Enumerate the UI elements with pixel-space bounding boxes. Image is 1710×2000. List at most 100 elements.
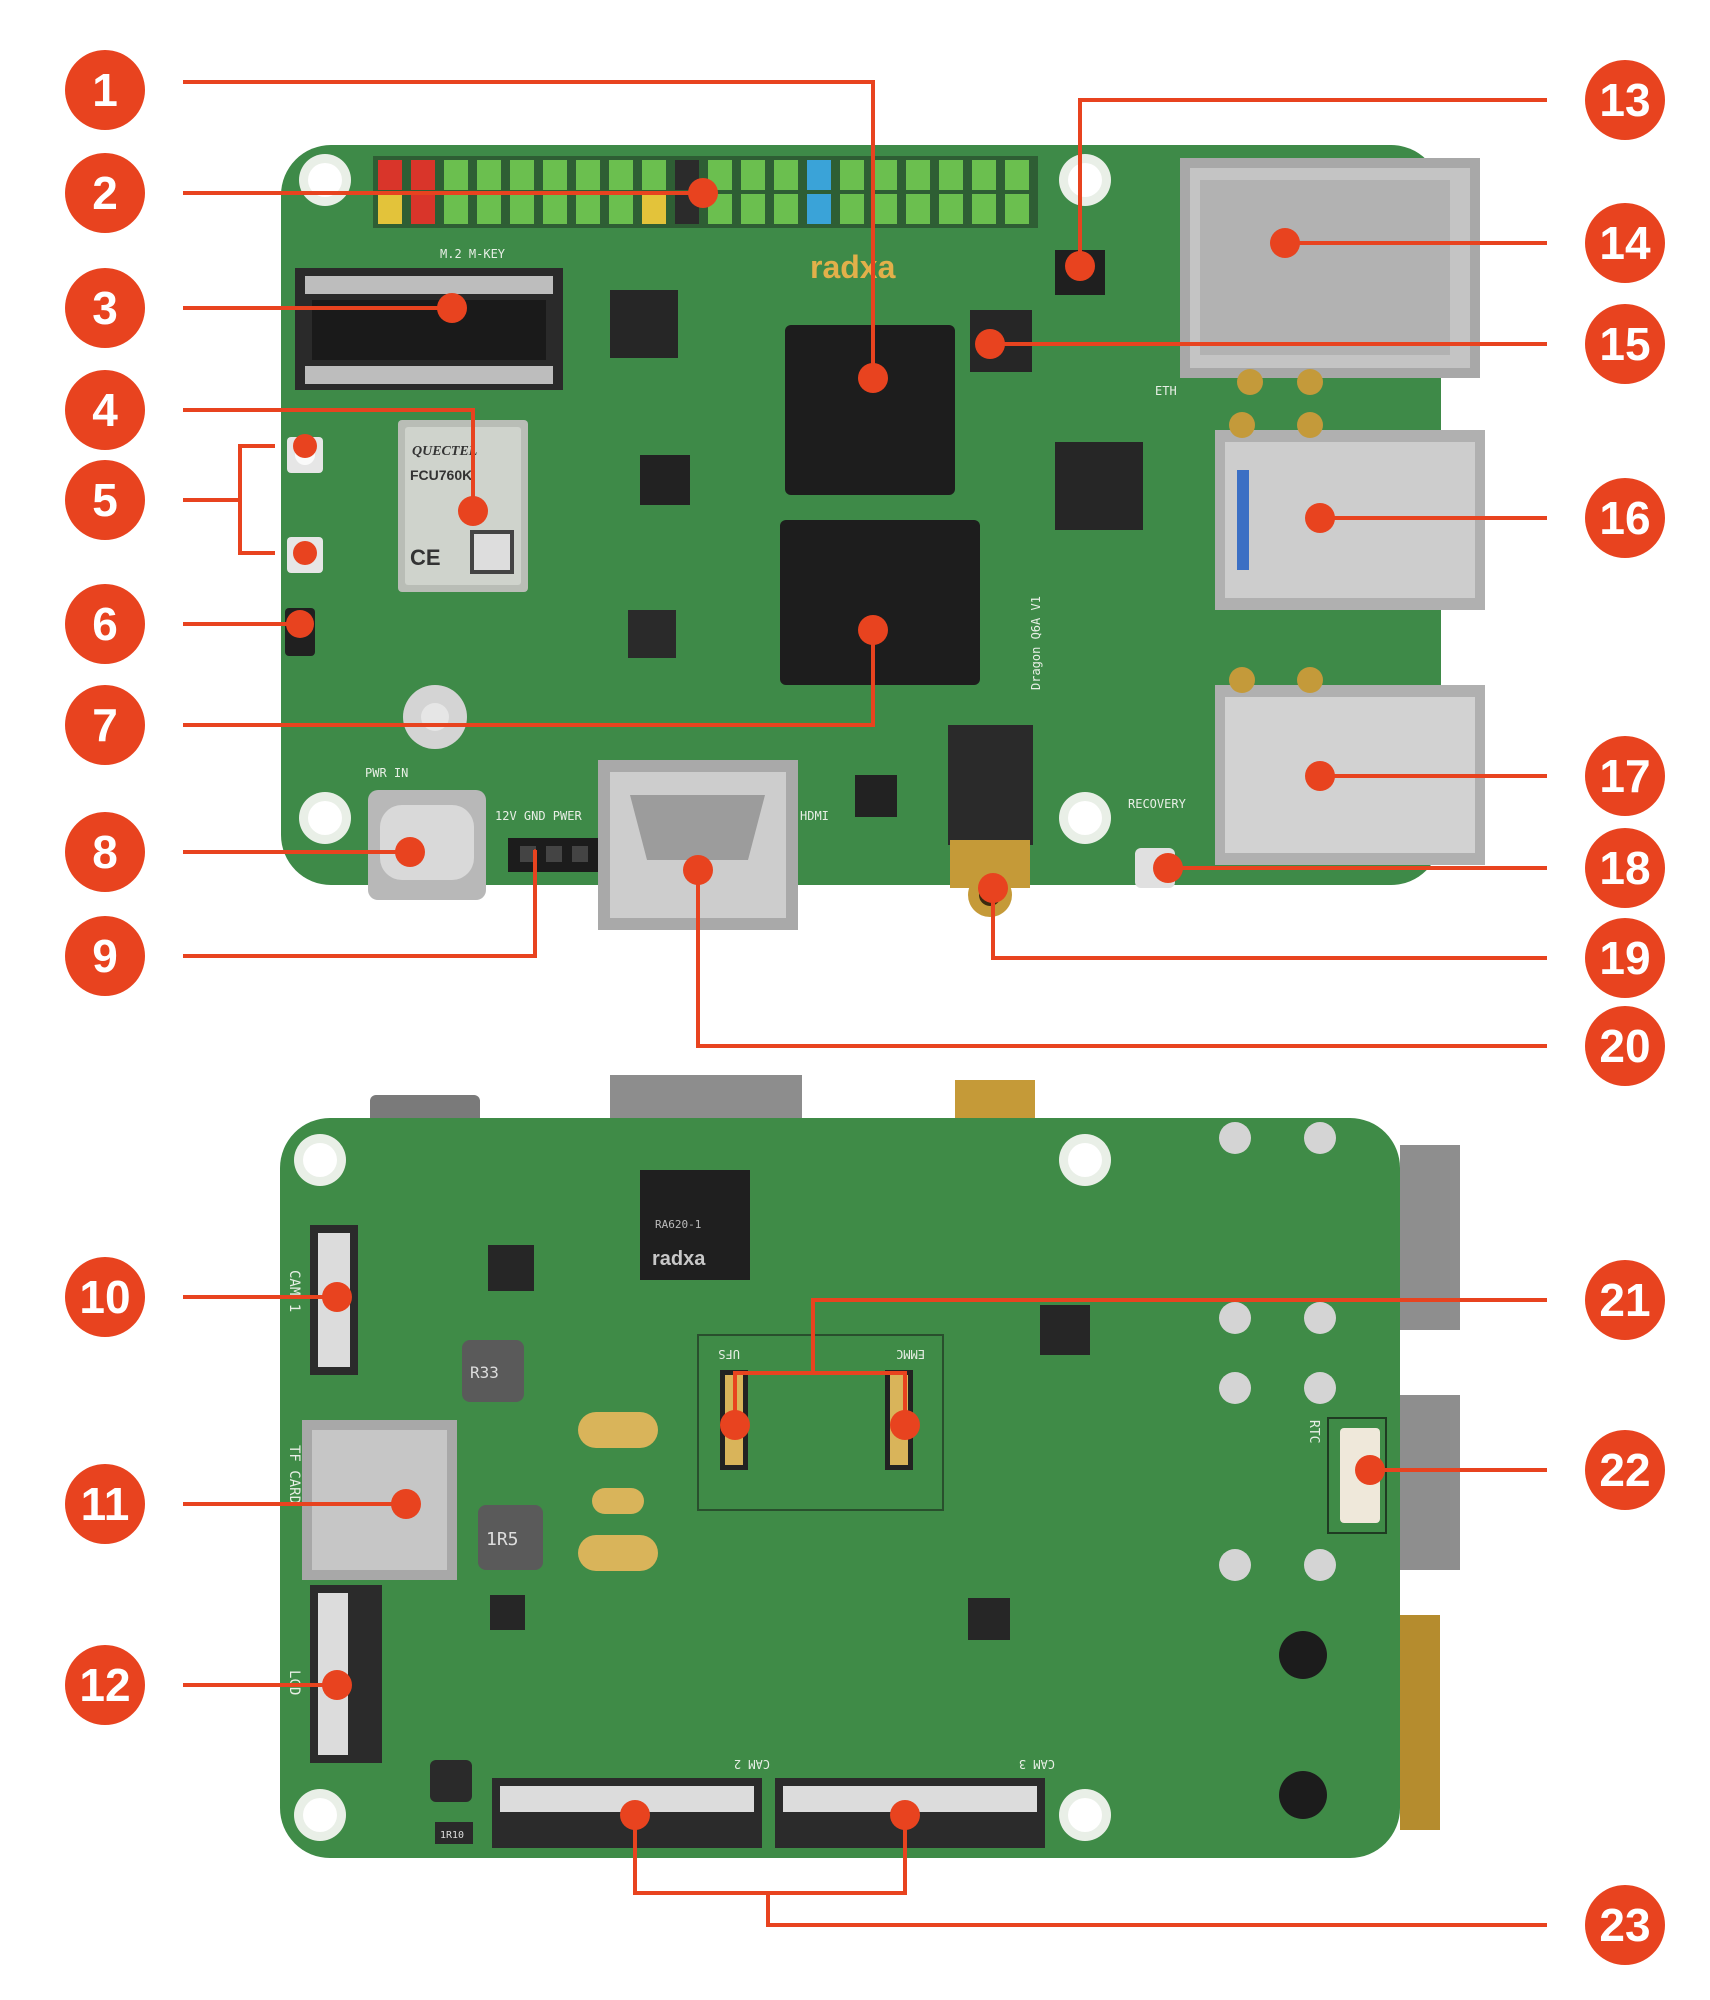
svg-text:21: 21	[1599, 1274, 1650, 1326]
svg-text:19: 19	[1599, 932, 1650, 984]
screw-holes-bottom	[1219, 1122, 1336, 1819]
bottom-board: CAM 1 TF CARD LCD R33 1R5 radxa	[280, 1075, 1460, 1858]
gpio-pin	[642, 194, 666, 224]
callout-5: 5	[65, 460, 145, 540]
target-dots	[286, 178, 1385, 1830]
gpio-pin	[444, 194, 468, 224]
mounting-holes-bottom	[294, 1134, 1111, 1841]
gpio-pin	[378, 160, 402, 190]
svg-text:18: 18	[1599, 842, 1650, 894]
gpio-pin	[510, 160, 534, 190]
gold-pads	[578, 1412, 658, 1571]
gpio-pin	[939, 194, 963, 224]
callout-16: 16	[1585, 478, 1665, 558]
gpio-pin	[873, 194, 897, 224]
gpio-pin	[906, 160, 930, 190]
tf-card-label: TF CARD	[286, 1445, 302, 1504]
callout-14: 14	[1585, 203, 1665, 283]
gpio-pin	[609, 160, 633, 190]
gpio-pin	[807, 194, 831, 224]
callout-10: 10	[65, 1257, 145, 1337]
ufs-label: UFS	[718, 1347, 740, 1361]
eth-label: ETH	[1155, 384, 1177, 398]
svg-text:12: 12	[79, 1659, 130, 1711]
svg-text:22: 22	[1599, 1444, 1650, 1496]
board-name-label: Dragon Q6A V1	[1029, 596, 1043, 690]
gpio-pin	[873, 160, 897, 190]
gpio-pin	[840, 160, 864, 190]
svg-text:23: 23	[1599, 1899, 1650, 1951]
gpio-pin	[477, 160, 501, 190]
pwr-in-label: PWR IN	[365, 766, 408, 780]
callout-20: 20	[1585, 1006, 1665, 1086]
cam2-label: CAM 2	[734, 1757, 770, 1771]
callout-7: 7	[65, 685, 145, 765]
m2-label: M.2 M-KEY	[440, 247, 506, 261]
ra620-chip: radxa RA620-1	[640, 1170, 750, 1280]
svg-text:14: 14	[1599, 217, 1651, 269]
cam3-label: CAM 3	[1019, 1757, 1055, 1771]
ethernet-port	[1180, 158, 1480, 378]
callout-1: 1	[65, 50, 145, 130]
rtc-label: RTC	[1306, 1420, 1321, 1443]
callout-12: 12	[65, 1645, 145, 1725]
callout-3: 3	[65, 268, 145, 348]
callout-21: 21	[1585, 1260, 1665, 1340]
usbc-power-port	[368, 790, 486, 900]
gpio-pin	[444, 160, 468, 190]
svg-text:16: 16	[1599, 492, 1650, 544]
m2-slot	[295, 268, 563, 390]
usb-mount-rings	[1229, 369, 1323, 693]
svg-text:1R10: 1R10	[440, 1830, 464, 1841]
gpio-pin	[642, 160, 666, 190]
gpio-pin	[378, 194, 402, 224]
svg-text:13: 13	[1599, 74, 1650, 126]
callout-2: 2	[65, 153, 145, 233]
callout-9: 9	[65, 916, 145, 996]
gpio-pin	[510, 194, 534, 224]
callout-4: 4	[65, 370, 145, 450]
callout-22: 22	[1585, 1430, 1665, 1510]
svg-text:5: 5	[92, 474, 118, 526]
top-pcb	[281, 145, 1441, 885]
gpio-pin	[939, 160, 963, 190]
callout-13: 13	[1585, 60, 1665, 140]
hdmi-label: HDMI	[800, 809, 829, 823]
gpio-pin	[411, 160, 435, 190]
callout-11: 11	[65, 1464, 145, 1544]
svg-text:8: 8	[92, 826, 118, 878]
svg-text:1R5: 1R5	[486, 1529, 519, 1550]
svg-text:3: 3	[92, 282, 118, 334]
gpio-pin	[576, 160, 600, 190]
svg-text:10: 10	[79, 1271, 130, 1323]
ram-chip	[780, 520, 980, 685]
callout-badges-left: 1 2 3 4 5 6 7 8 9 10 11 12	[65, 50, 145, 1725]
svg-text:7: 7	[92, 699, 118, 751]
module-brand: QUECTEL	[412, 444, 477, 459]
svg-text:6: 6	[92, 598, 118, 650]
svg-text:2: 2	[92, 167, 118, 219]
bottom-pcb	[280, 1118, 1400, 1858]
tf-card-slot	[302, 1420, 457, 1580]
gpio-pin	[411, 194, 435, 224]
top-brand: radxa	[810, 249, 896, 285]
svg-text:R33: R33	[470, 1363, 499, 1382]
inductors: R33 1R5	[462, 1340, 543, 1570]
gpio-pin	[774, 194, 798, 224]
cam1-label: CAM 1	[286, 1270, 302, 1312]
svg-text:radxa: radxa	[652, 1248, 706, 1270]
soc-chip	[785, 325, 955, 495]
callout-8: 8	[65, 812, 145, 892]
recovery-label: RECOVERY	[1128, 797, 1187, 811]
gpio-pin	[906, 194, 930, 224]
power-header-label: 12V GND PWER	[495, 809, 582, 823]
mounting-holes-top	[299, 154, 1111, 844]
svg-text:11: 11	[81, 1478, 130, 1530]
gpio-pin	[576, 194, 600, 224]
callout-18: 18	[1585, 828, 1665, 908]
callout-17: 17	[1585, 736, 1665, 816]
callout-15: 15	[1585, 304, 1665, 384]
gpio-pin	[972, 194, 996, 224]
svg-text:17: 17	[1599, 750, 1650, 802]
